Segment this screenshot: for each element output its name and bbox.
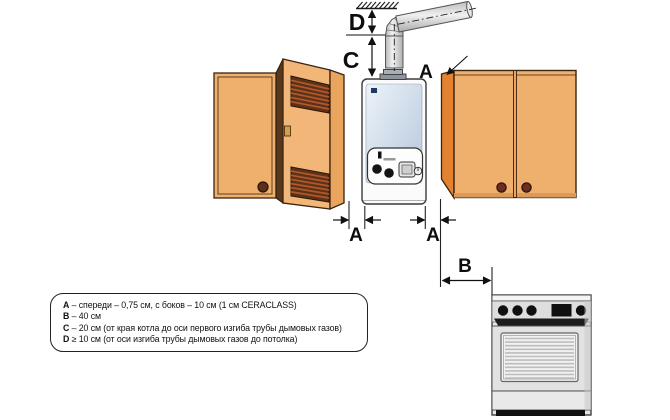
stove-knob [526, 305, 537, 316]
flue-pipe [379, 0, 478, 80]
dimension-a-left: A [333, 201, 381, 246]
dimension-a-top: A [419, 55, 468, 83]
dimension-a-right: A [410, 199, 456, 287]
dimension-c: C [343, 36, 377, 77]
right-cabinet [440, 69, 577, 201]
label-a-right: A [426, 225, 440, 246]
stove-drawer [491, 390, 592, 411]
legend-line-c: C – 20 см (от края котла до оси первого … [63, 322, 342, 333]
label-a-top: A [419, 62, 433, 83]
legend-line-a: A – спереди – 0,75 см, с боков – 10 см (… [63, 300, 297, 310]
stove-display [551, 304, 572, 317]
cabinet-knob [257, 181, 269, 193]
label-a-left: A [349, 225, 363, 246]
louvered-door [282, 58, 345, 210]
door-hinge [284, 125, 291, 137]
label-b: B [458, 256, 472, 277]
cabinet-knob [521, 182, 532, 193]
boiler [361, 78, 427, 205]
legend-line-d: D ≥ 10 см (от оси изгиба трубы дымовых г… [63, 334, 298, 345]
boiler-knob [384, 168, 394, 178]
left-cabinet [213, 58, 345, 210]
oven-window [500, 332, 579, 383]
dimension-b: B [441, 256, 493, 296]
stove [491, 294, 592, 416]
louver-vent-top [290, 75, 330, 114]
label-d: D [349, 9, 366, 35]
louver-vent-bottom [290, 166, 330, 203]
stove-base [496, 410, 585, 416]
boiler-control-panel [366, 147, 424, 185]
legend-line-b: B – 40 см [63, 311, 101, 322]
stove-knob [512, 305, 523, 316]
ceiling-hatch [356, 1, 399, 10]
oven-handle [494, 318, 589, 326]
stove-knob [497, 305, 509, 316]
cabinet-knob [496, 182, 507, 193]
dimension-d: D [346, 9, 385, 36]
boiler-knob [372, 164, 382, 174]
legend-box: A – спереди – 0,75 см, с боков – 10 см (… [50, 293, 368, 352]
stove-knob [575, 305, 587, 316]
boiler-logo [371, 88, 377, 93]
label-c: C [343, 47, 360, 73]
flue-axis-line [393, 7, 478, 71]
